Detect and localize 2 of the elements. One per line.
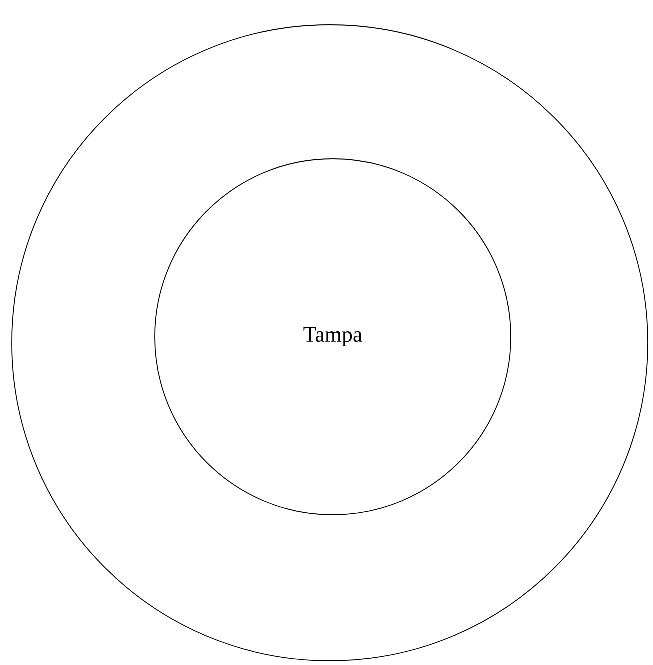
circle xyxy=(12,24,648,662)
circle-node: Tampa xyxy=(154,158,512,516)
